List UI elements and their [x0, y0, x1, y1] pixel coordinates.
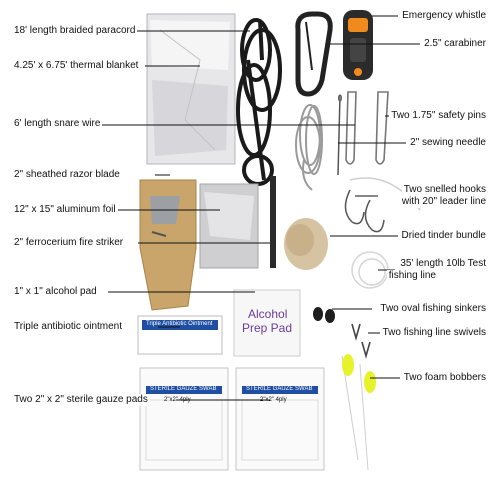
gauze-pack-size-right: 2"x2" 4ply: [260, 397, 287, 403]
snare-wire-image: [295, 104, 323, 191]
whistle-image: [343, 10, 373, 80]
label-safety-pins: Two 1.75" safety pins: [389, 110, 488, 122]
label-swivels: Two fishing line swivels: [380, 327, 488, 339]
gauze-pack-size-left: 2"x2" 4ply: [164, 397, 191, 403]
label-sewing-needle: 2" sewing needle: [408, 137, 488, 149]
prep-pad-text-1: Alcohol: [248, 307, 288, 321]
tinder-bundle-image: [284, 218, 328, 270]
sinkers-image: [313, 307, 335, 323]
alcohol-prep-pad-packet: [233, 289, 301, 357]
label-gauze-pads: Two 2" x 2" sterile gauze pads: [12, 394, 150, 406]
label-fishing-line-1: 35' length 10lb Test: [398, 258, 488, 270]
label-razor-blade: 2" sheathed razor blade: [12, 169, 122, 181]
safety-pins-image: [345, 91, 389, 165]
prep-pad-text-2: Prep Pad: [242, 321, 293, 335]
bobbers-image: [341, 354, 376, 471]
label-fishing-line-2: fishing line: [386, 270, 438, 282]
gauze-pack-header-left: STERILE GAUZE SWAB: [150, 386, 217, 392]
label-ferro-striker: 2" ferrocerium fire striker: [12, 237, 126, 249]
label-sinkers: Two oval fishing sinkers: [378, 303, 488, 315]
sewing-needle-image: [337, 94, 342, 176]
leader-lines: [75, 15, 420, 401]
swivels-image: [351, 323, 371, 359]
thermal-blanket-image: [146, 13, 236, 165]
label-carabiner: 2.5" carabiner: [422, 38, 488, 50]
label-tinder: Dried tinder bundle: [399, 230, 488, 242]
label-antibiotic-ointment: Triple antibiotic ointment: [12, 321, 125, 333]
paracord-image: [236, 18, 282, 186]
label-snelled-hooks-1: Two snelled hooks: [401, 184, 488, 196]
label-thermal-blanket: 4.25' x 6.75' thermal blanket: [12, 60, 141, 72]
label-paracord: 18' length braided paracord: [12, 25, 138, 37]
label-snare-wire: 6' length snare wire: [12, 118, 103, 130]
label-whistle: Emergency whistle: [400, 10, 488, 22]
label-aluminum-foil: 12" x 15" aluminum foil: [12, 204, 118, 216]
gauze-packets: [139, 367, 325, 471]
label-snelled-hooks-2: with 20" leader line: [399, 196, 488, 208]
ointment-packet: [137, 315, 223, 355]
label-bobbers: Two foam bobbers: [401, 372, 488, 384]
ferro-rod-image: [270, 176, 276, 268]
label-alcohol-pad: 1" x 1" alcohol pad: [12, 286, 99, 298]
gauze-pack-header-right: STERILE GAUZE SWAB: [246, 386, 313, 392]
razor-sheath-image: [139, 179, 197, 311]
aluminum-foil-image: [199, 183, 259, 269]
carabiner-image: [295, 11, 333, 97]
ointment-pack-text: Triple Antibiotic Ointment: [146, 321, 213, 327]
